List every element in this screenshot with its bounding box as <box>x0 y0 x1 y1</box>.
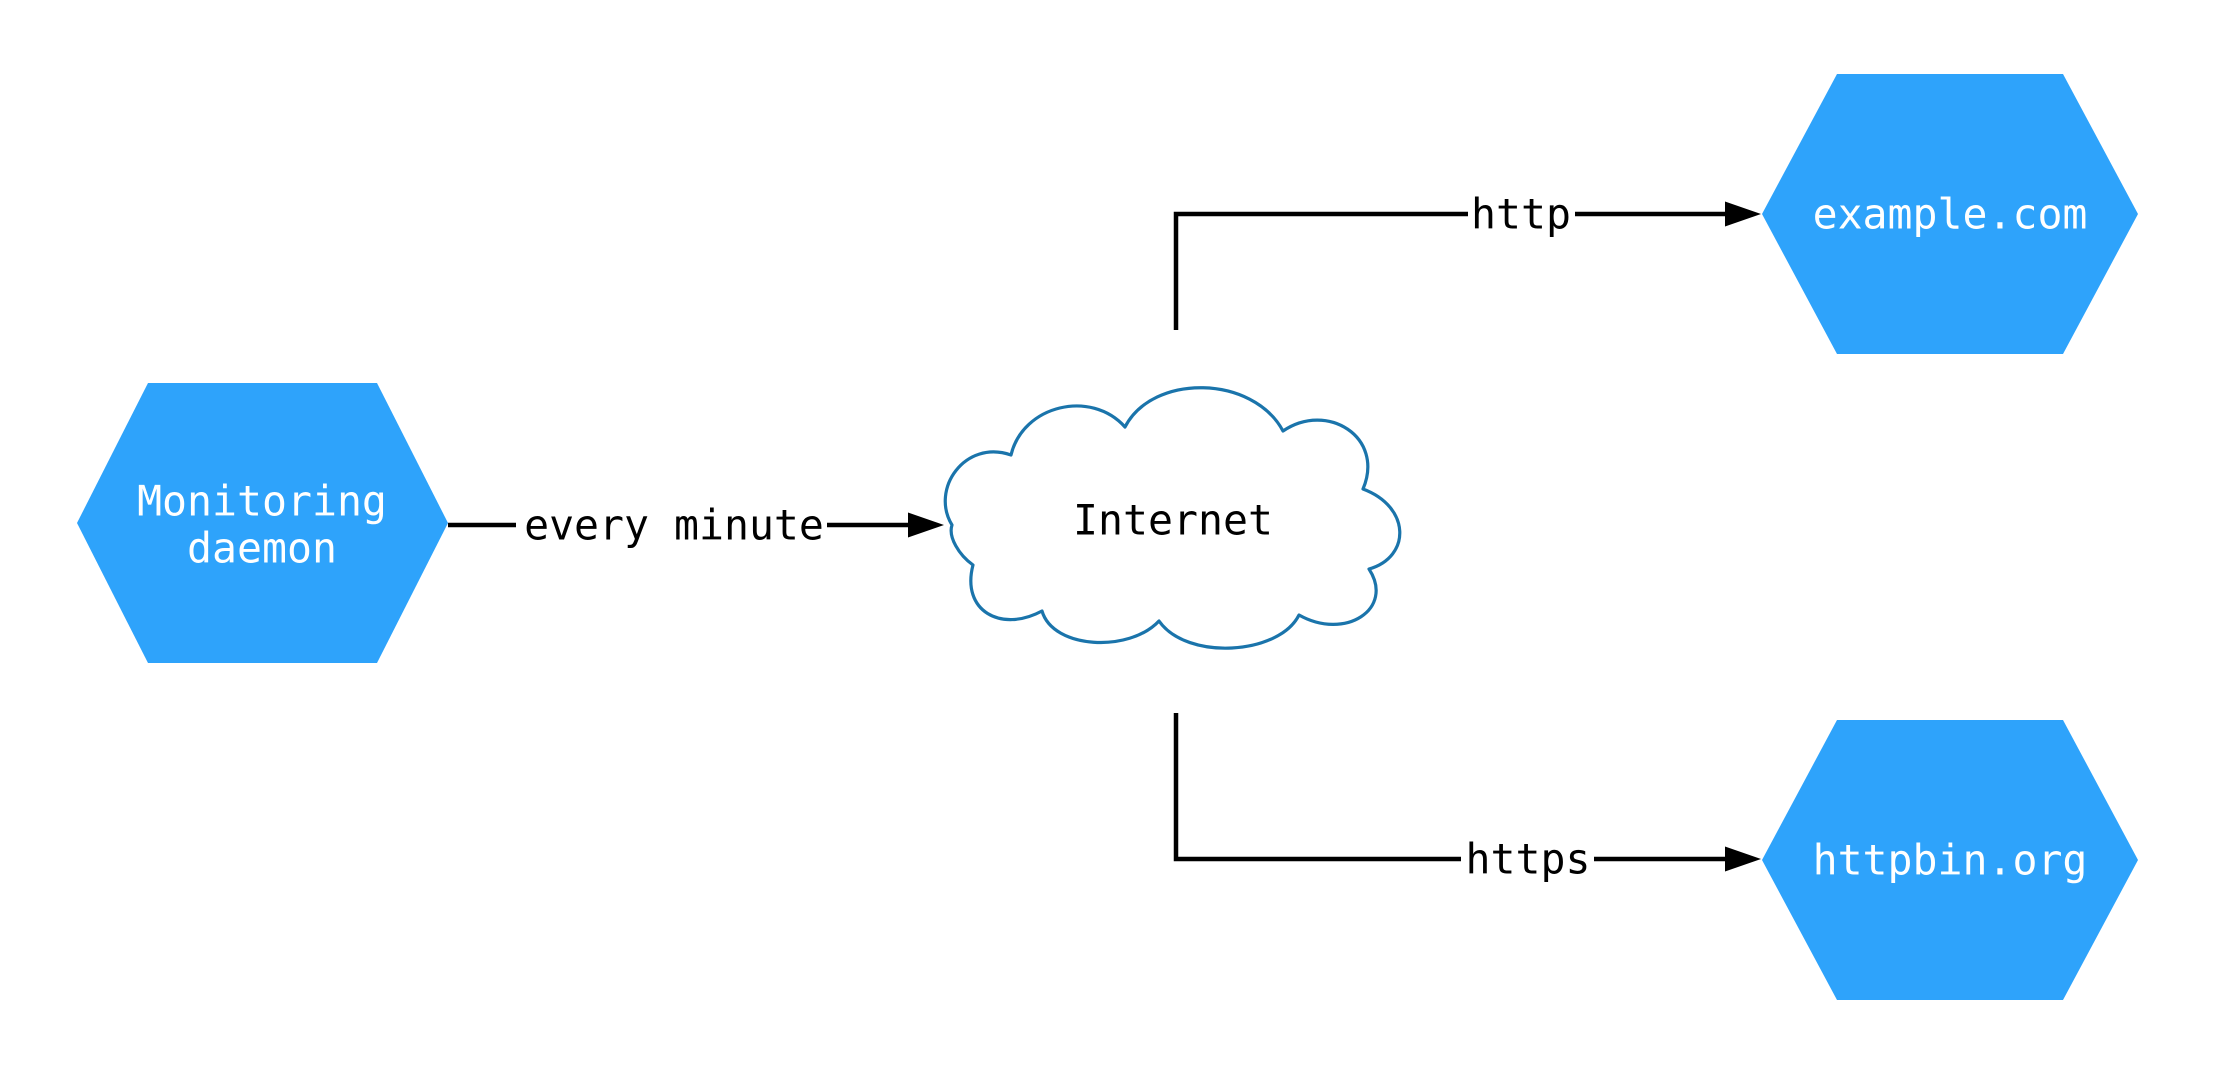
edge-every-minute: every minute <box>448 501 944 550</box>
edge-every-minute-arrowhead-icon <box>908 512 944 538</box>
edge-http-arrowhead-icon <box>1725 201 1761 227</box>
edge-http-label: http <box>1471 190 1571 239</box>
internet-label: Internet <box>1073 496 1273 545</box>
monitoring-daemon-hexagon <box>77 383 448 663</box>
node-internet-cloud: Internet <box>943 386 1402 650</box>
monitoring-daemon-label-line1: Monitoring <box>137 477 387 526</box>
edge-http: http <box>1173 190 1761 330</box>
edge-https-line-left <box>1173 713 1461 862</box>
httpbin-org-label: httpbin.org <box>1813 836 2088 885</box>
edge-https-label: https <box>1466 835 1591 884</box>
example-com-hexagon <box>1762 74 2138 354</box>
edge-http-line-left <box>1173 211 1468 330</box>
httpbin-org-hexagon <box>1762 720 2138 1000</box>
node-monitoring-daemon: Monitoring daemon <box>77 383 448 663</box>
node-httpbin-org: httpbin.org <box>1762 720 2138 1000</box>
node-example-com: example.com <box>1762 74 2138 354</box>
edge-https: https <box>1173 713 1761 884</box>
example-com-label: example.com <box>1813 190 2088 239</box>
edge-https-arrowhead-icon <box>1725 846 1761 872</box>
edge-every-minute-label: every minute <box>524 501 824 550</box>
monitoring-daemon-label-line2: daemon <box>187 524 337 573</box>
internet-cloud-shape <box>943 386 1402 650</box>
